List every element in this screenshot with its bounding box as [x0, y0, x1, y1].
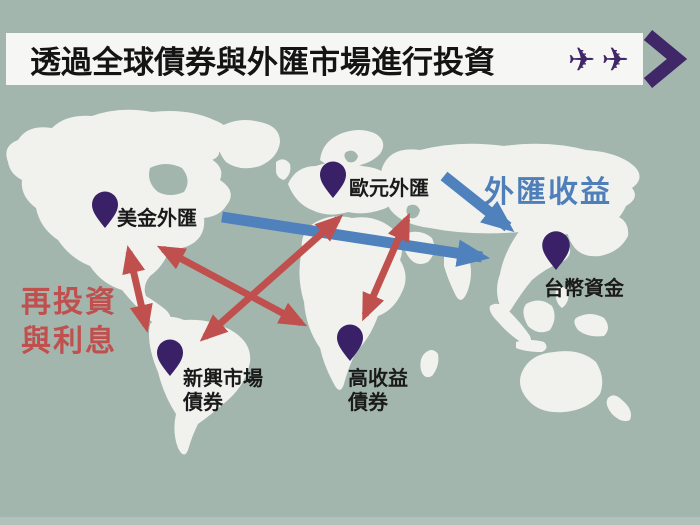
arrow-red-eur-hy: [361, 212, 411, 322]
continent-australia: [520, 351, 603, 413]
arrow-red-eur-em: [199, 214, 344, 342]
island-philippines: [555, 286, 569, 308]
pin-twd: [542, 231, 570, 270]
continent-asia-north: [380, 143, 640, 235]
island-sumatra: [489, 303, 532, 345]
pin-eur: [320, 161, 346, 198]
island-arctic: [196, 145, 220, 160]
airplane-icon: ✈: [601, 39, 629, 79]
pin-label-hy: 高收益 債券: [348, 366, 408, 414]
island-borneo: [523, 300, 555, 333]
continent-north-america: [6, 109, 231, 330]
arrow-red-usd-em: [122, 245, 153, 333]
island-new-zealand: [606, 395, 631, 422]
pin-em: [157, 339, 183, 376]
airplane-icon: ✈: [567, 39, 596, 79]
arrow-blue-eur-to-twd: [440, 171, 515, 233]
island-japan: [596, 224, 618, 251]
map-pins: [92, 161, 570, 376]
pin-usd: [92, 191, 118, 228]
continent-europe: [288, 162, 397, 215]
pin-label-em: 新興市場 債券: [183, 366, 263, 414]
bottom-strip: [0, 517, 700, 525]
region-scandinavia: [320, 130, 384, 168]
island-uk: [276, 159, 291, 180]
title-bar: 透過全球債券與外匯市場進行投資 ✈ ✈: [6, 33, 643, 85]
pin-label-eur: 歐元外匯: [349, 176, 429, 200]
island-madagascar: [420, 350, 439, 378]
airplane-icons: ✈ ✈: [568, 43, 629, 76]
island-new-guinea: [574, 314, 608, 337]
pin-hy: [337, 324, 363, 361]
slide-title: 透過全球債券與外匯市場進行投資: [30, 44, 495, 81]
pin-label-usd: 美金外匯: [117, 206, 197, 230]
red-arrows: [122, 212, 411, 342]
label-fx-income: 外匯收益: [484, 175, 612, 210]
island-java: [516, 340, 547, 352]
label-reinvest-interest: 再投資 與利息: [21, 285, 117, 359]
pin-label-twd: 台幣資金: [544, 276, 624, 300]
continent-greenland: [217, 120, 280, 169]
continents: [6, 109, 640, 455]
